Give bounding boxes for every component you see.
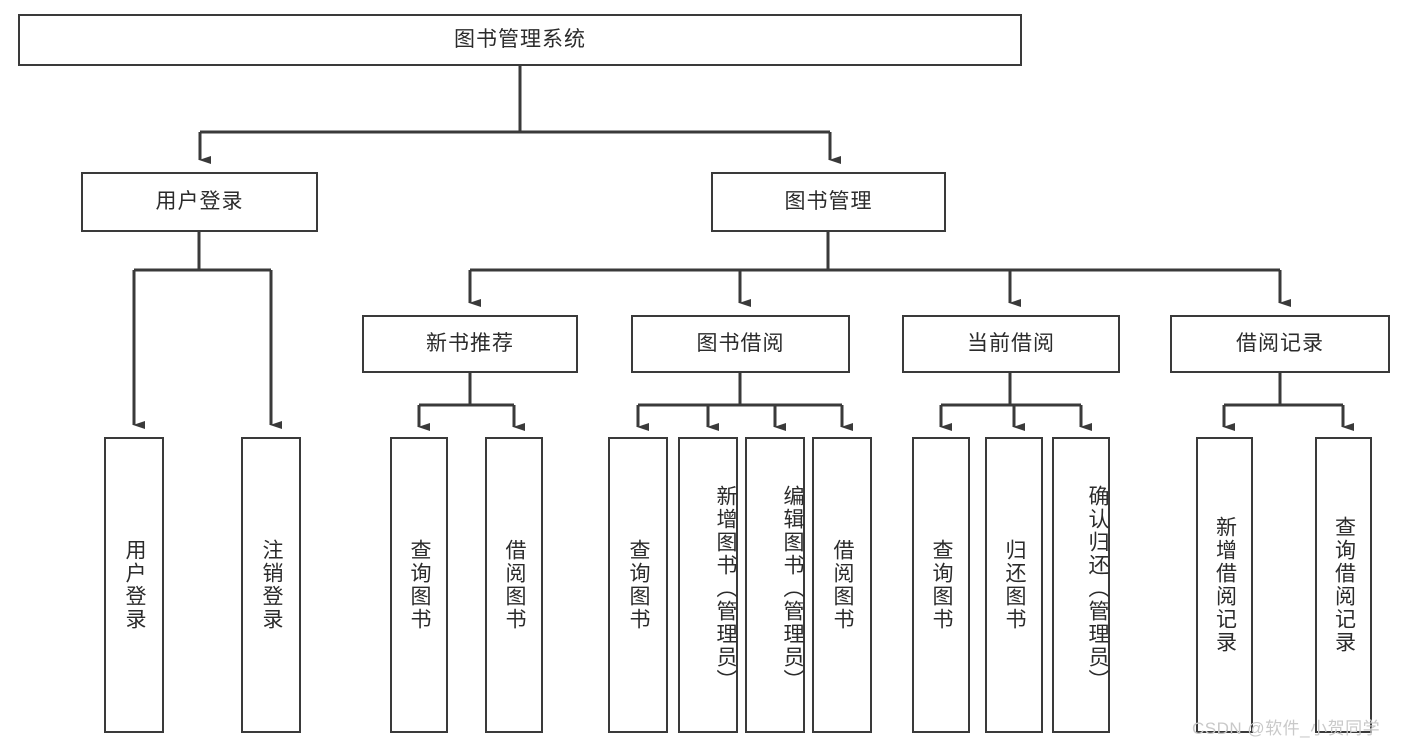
leaf-query-book-current[interactable]: 查询图书 [912, 437, 970, 733]
leaf-borrow-book[interactable]: 借阅图书 [812, 437, 872, 733]
leaf-query-book-recommend[interactable]: 查询图书 [390, 437, 448, 733]
node-book-borrow[interactable]: 图书借阅 [631, 315, 850, 373]
watermark: CSDN @软件_小贺同学 [1192, 719, 1381, 738]
leaf-confirm-return-admin[interactable]: 确认归还（管理员） [1052, 437, 1110, 733]
leaf-user-login[interactable]: 用户登录 [104, 437, 164, 733]
leaf-add-book-admin[interactable]: 新增图书（管理员） [678, 437, 738, 733]
leaf-query-borrow-record[interactable]: 查询借阅记录 [1315, 437, 1372, 733]
node-new-book-recommend[interactable]: 新书推荐 [362, 315, 578, 373]
node-root[interactable]: 图书管理系统 [18, 14, 1022, 66]
leaf-logout[interactable]: 注销登录 [241, 437, 301, 733]
leaf-query-book-borrow[interactable]: 查询图书 [608, 437, 668, 733]
leaf-add-borrow-record[interactable]: 新增借阅记录 [1196, 437, 1253, 733]
leaf-edit-book-admin[interactable]: 编辑图书（管理员） [745, 437, 805, 733]
leaf-return-book[interactable]: 归还图书 [985, 437, 1043, 733]
node-user-login[interactable]: 用户登录 [81, 172, 318, 232]
node-book-management[interactable]: 图书管理 [711, 172, 946, 232]
leaf-borrow-book-recommend[interactable]: 借阅图书 [485, 437, 543, 733]
node-current-borrow[interactable]: 当前借阅 [902, 315, 1120, 373]
node-borrow-record[interactable]: 借阅记录 [1170, 315, 1390, 373]
